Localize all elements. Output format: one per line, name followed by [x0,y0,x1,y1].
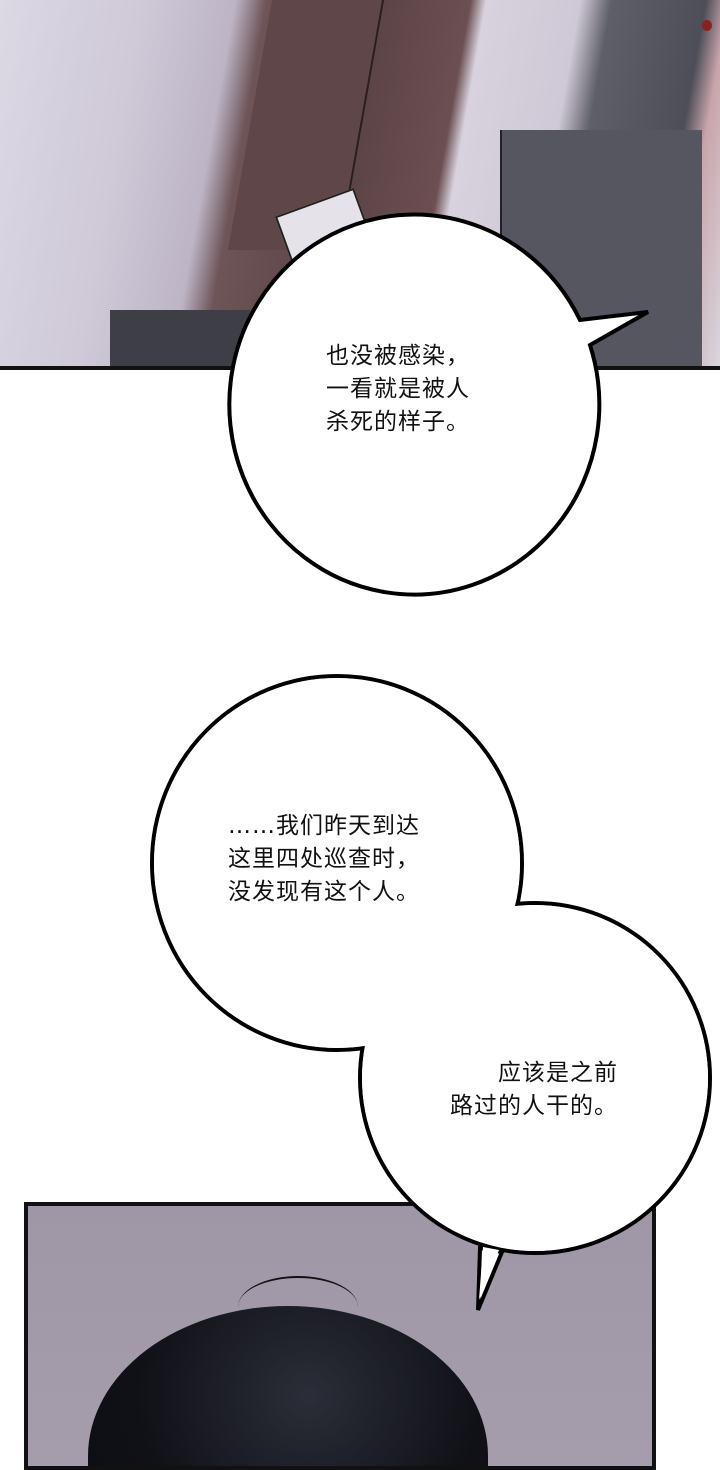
bubble-1-line-2: 一看就是被人 [326,376,470,402]
bubble-3-line-2: 路过的人干的。 [450,1093,618,1119]
speech-bubble-cluster: ……我们昨天到达 这里四处巡查时， 没发现有这个人。 应该是之前 路过的人干的。 [150,674,712,1311]
bubble-2-line-2: 这里四处巡查时， [228,846,420,872]
bubble-2-3-outline [150,674,712,1311]
dark-pants-left [110,310,250,366]
blood-drop [702,20,712,31]
bubble-1-line-1: 也没被感染， [326,343,470,369]
bubble-1-line-3: 杀死的样子。 [326,409,470,435]
bubble-1-outline [227,212,649,597]
bubble-2-line-3: 没发现有这个人。 [228,879,420,905]
speech-bubble-1: 也没被感染， 一看就是被人 杀死的样子。 [0,0,720,600]
bubble-2-line-1: ……我们昨天到达 [228,813,420,839]
hair-strand [238,1276,358,1338]
bubble-3-text: 应该是之前 路过的人干的。 [450,1057,618,1123]
bubble-2-text: ……我们昨天到达 这里四处巡查时， 没发现有这个人。 [228,810,420,909]
bubble-1-text: 也没被感染， 一看就是被人 杀死的样子。 [326,340,470,439]
bubble-3-line-1: 应该是之前 [498,1060,618,1086]
